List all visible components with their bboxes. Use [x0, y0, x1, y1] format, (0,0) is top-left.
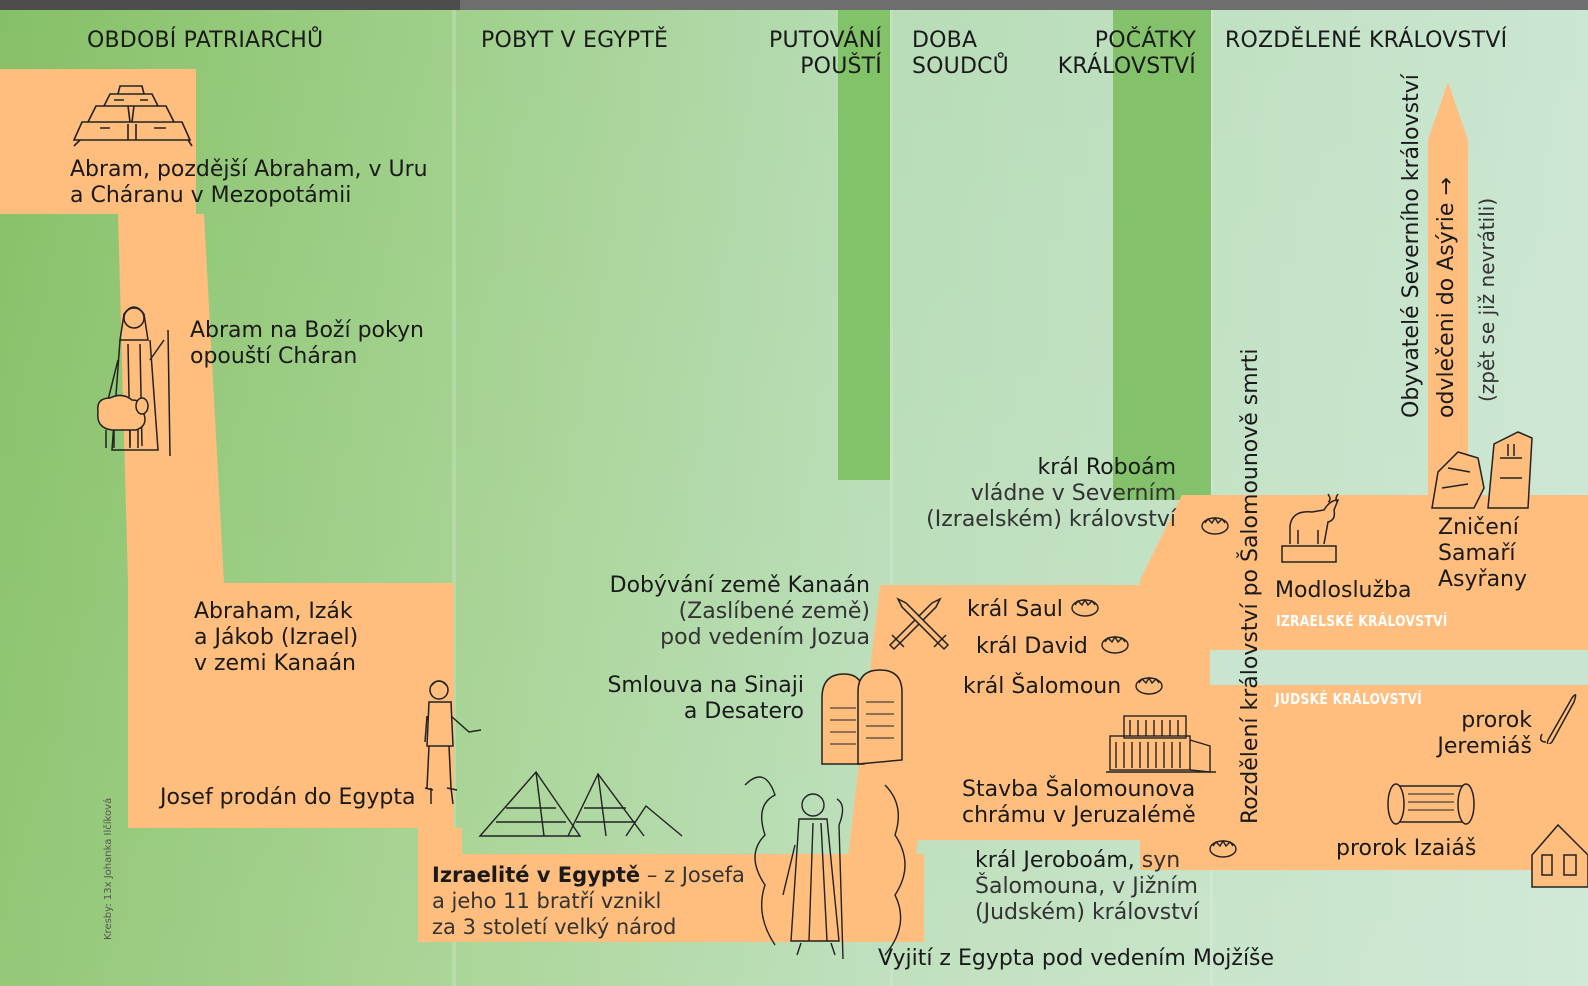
event-jeroboam-line1: král Jeroboám, syn [975, 848, 1199, 874]
event-jeremiah-line2: Jeremiáš [1437, 734, 1532, 759]
event-temple-line1: Stavba Šalomounova [962, 777, 1196, 802]
event-conquest-line2: (Zaslíbené země) [678, 599, 870, 624]
event-israelites-line1: Izraelité v Egyptě – z Josefa [432, 862, 745, 888]
event-rehoboam-line2: vládne v Severním [970, 481, 1176, 506]
temple-icon [1106, 715, 1216, 773]
event-idolatry: Modloslužba [1275, 578, 1412, 603]
event-sinai: Smlouva na Sinaji a Desatero [590, 673, 804, 725]
event-jeroboam: král Jeroboám, syn Šalomouna, v Jižním (… [975, 848, 1199, 926]
event-abram-ur-line1: Abram, pozdější Abraham, v Uru [70, 157, 428, 182]
event-sinai-line1: Smlouva na Sinaji [607, 673, 804, 698]
tablets-icon [821, 669, 903, 765]
event-rehoboam: král Roboám vládne v Severním (Izraelské… [910, 455, 1176, 533]
event-temple: Stavba Šalomounova chrámu v Jeruzalémě [962, 777, 1196, 829]
event-canaan-line2: a Jákob (Izrael) [194, 625, 359, 650]
event-israelites: Izraelité v Egyptě – z Josefa a jeho 11 … [432, 862, 745, 940]
header-patriarchs: OBDOBÍ PATRIARCHŮ [87, 28, 324, 53]
header-wandering-line1: PUTOVÁNÍ [769, 28, 882, 53]
event-israelites-rest: – z Josefa [640, 863, 745, 887]
kingdom-start-band [1113, 10, 1211, 500]
event-conquest-line1: Dobývání země Kanaán [609, 573, 870, 598]
event-samaria: Zničení Samaří Asyřany [1438, 515, 1527, 593]
event-samaria-line2: Samaří [1438, 541, 1516, 566]
event-david: král David [976, 634, 1088, 659]
event-conquest-line3: pod vedením Jozua [660, 625, 870, 650]
event-exile-note: (zpět se již nevrátili) [1475, 197, 1499, 402]
event-exile-line2-text: odvlečeni do Asýrie [1434, 202, 1459, 418]
event-abram-leaves-line2: opouští Cháran [190, 344, 358, 369]
event-abram-ur-line2: a Cháranu v Mezopotámii [70, 183, 352, 208]
event-jeroboam-line2: Šalomouna, v Jižním [975, 874, 1198, 899]
crown-icon [1101, 635, 1129, 654]
golden-calf-icon [1281, 493, 1340, 563]
event-canaan-line3: v zemi Kanaán [194, 651, 357, 676]
event-israelites-bold: Izraelité v Egyptě [432, 863, 641, 887]
event-solomon: král Šalomoun [963, 674, 1122, 699]
event-rehoboam-line1: král Roboám [1037, 455, 1176, 480]
crown-icon [1135, 676, 1163, 695]
header-wandering: PUTOVÁNÍ POUŠTÍ [760, 28, 882, 80]
moses-icon [744, 776, 906, 960]
event-exodus: Vyjití z Egypta pod vedením Mojžíše [878, 946, 1275, 971]
event-sinai-line2: a Desatero [683, 699, 804, 724]
event-conquest: Dobývání země Kanaán (Zaslíbené země) po… [600, 573, 870, 651]
event-jeroboam-line3: (Judském) království [975, 900, 1200, 925]
header-kingdom-start-line1: POČÁTKY [1094, 28, 1196, 53]
scroll-icon [1387, 783, 1475, 825]
illustration-credit: Kresby: 13x Johanka Ilčíková [103, 797, 114, 940]
house-icon [1531, 823, 1588, 888]
event-division: Rozdělení království po Šalomounově smrt… [1238, 348, 1263, 824]
event-joseph: Josef prodán do Egypta [160, 785, 416, 810]
event-exile-line2: odvlečeni do Asýrie → [1434, 177, 1460, 418]
event-canaan: Abraham, Izák a Jákob (Izrael) v zemi Ka… [194, 599, 358, 677]
header-judges-line1: DOBA [912, 28, 978, 53]
event-temple-line2: chrámu v Jeruzalémě [962, 803, 1196, 828]
header-divided-kingdom: ROZDĚLENÉ KRÁLOVSTVÍ [1225, 28, 1508, 53]
timeline-path [0, 69, 1588, 942]
header-judges: DOBA SOUDCŮ [912, 28, 1009, 80]
swords-icon [888, 597, 950, 651]
sheep-icon [97, 394, 149, 448]
header-kingdom-start-line2: KRÁLOVSTVÍ [1057, 54, 1196, 79]
pyramids-icon [478, 770, 683, 837]
crown-icon [1209, 839, 1237, 858]
event-jeroboam-rest: syn [1134, 848, 1181, 873]
event-rehoboam-line3: (Izraelském) království [926, 507, 1176, 532]
header-kingdom-start: POČÁTKY KRÁLOVSTVÍ [1050, 28, 1196, 80]
event-exile-line1: Obyvatelé Severního království [1399, 74, 1424, 418]
event-jeremiah-line1: prorok [1461, 708, 1532, 733]
wandering-band [838, 10, 890, 480]
event-israelites-line3: za 3 století velký národ [432, 915, 677, 939]
event-abram-leaves-line1: Abram na Boží pokyn [190, 318, 424, 343]
event-samaria-line3: Asyřany [1438, 567, 1528, 592]
event-saul: král Saul [967, 597, 1063, 622]
scroll-icon [1539, 694, 1577, 744]
event-jeremiah: prorok Jeremiáš [1420, 708, 1532, 760]
event-samaria-line1: Zničení [1438, 515, 1519, 540]
crown-icon [1201, 516, 1229, 535]
header-judges-line2: SOUDCŮ [912, 54, 1009, 79]
label-judah-kingdom: JUDSKÉ KRÁLOVSTVÍ [1275, 690, 1422, 708]
label-israel-kingdom: IZRAELSKÉ KRÁLOVSTVÍ [1276, 612, 1448, 630]
joseph-boy-icon [424, 680, 482, 805]
event-abram-leaves: Abram na Boží pokyn opouští Cháran [190, 318, 424, 370]
header-egypt: POBYT V EGYPTĚ [481, 28, 669, 53]
event-israelites-line2: a jeho 11 bratří vznikl [432, 889, 662, 913]
ziggurat-icon [72, 85, 193, 147]
event-canaan-line1: Abraham, Izák [194, 599, 353, 624]
header-wandering-line2: POUŠTÍ [800, 54, 882, 79]
event-abram-ur: Abram, pozdější Abraham, v Uru a Cháranu… [70, 157, 428, 209]
crown-icon [1071, 598, 1099, 617]
event-jeroboam-bold: král Jeroboám, [975, 848, 1135, 873]
arrow-icon: → [1434, 177, 1459, 196]
ruins-icon [1431, 431, 1533, 509]
event-isaiah: prorok Izaiáš [1336, 836, 1477, 861]
